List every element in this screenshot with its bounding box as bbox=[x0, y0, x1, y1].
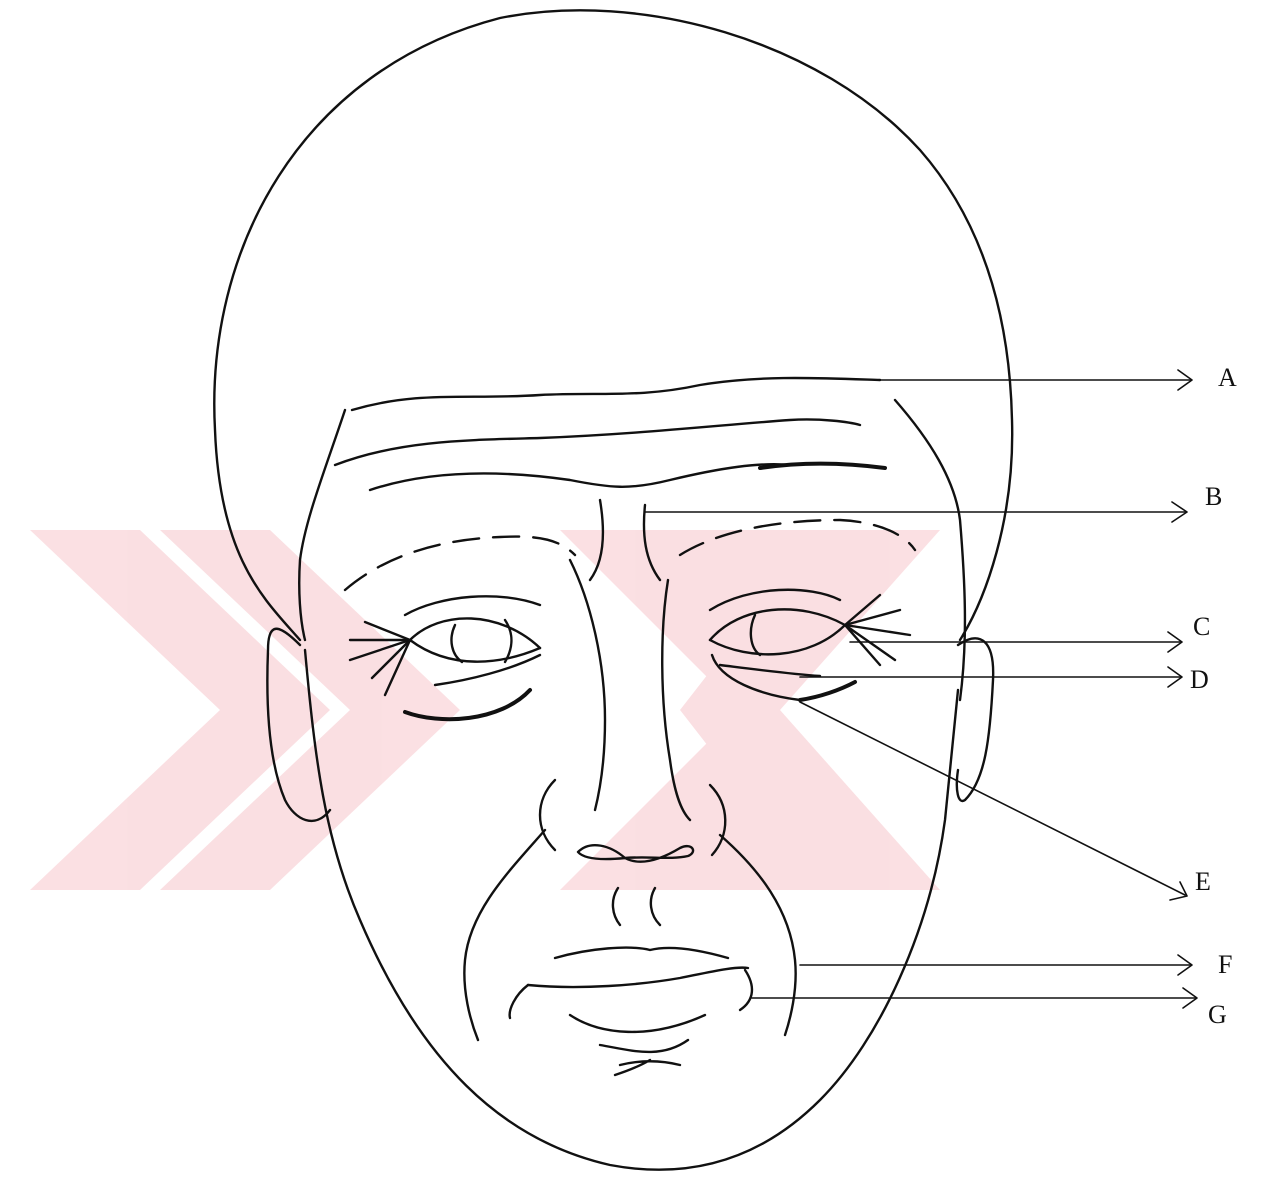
forehead-wrinkle-1 bbox=[352, 378, 880, 410]
leader-D bbox=[800, 667, 1182, 687]
leader-A bbox=[880, 370, 1192, 390]
marionette-left bbox=[510, 985, 528, 1018]
watermark-logo bbox=[30, 530, 940, 890]
forehead-wrinkle-3 bbox=[370, 464, 790, 490]
leader-G bbox=[752, 988, 1197, 1008]
label-C: C bbox=[1193, 612, 1210, 641]
label-A: A bbox=[1218, 363, 1237, 392]
marionette-right bbox=[740, 970, 752, 1010]
forehead-wrinkle-2 bbox=[335, 419, 860, 465]
left-brow-dashed bbox=[345, 537, 575, 590]
label-F: F bbox=[1218, 950, 1232, 979]
upper-lip bbox=[555, 948, 728, 958]
left-eye-upper bbox=[410, 618, 540, 648]
philtrum-right bbox=[651, 888, 660, 925]
label-B: B bbox=[1205, 482, 1222, 511]
leader-C bbox=[850, 632, 1182, 652]
label-E: E bbox=[1195, 867, 1211, 896]
right-eye-bag-thick bbox=[800, 682, 855, 700]
philtrum-left bbox=[613, 888, 620, 925]
chin-crease bbox=[600, 1040, 688, 1075]
lower-lip bbox=[570, 1015, 705, 1032]
left-upper-eyelid-crease bbox=[405, 596, 540, 615]
label-D: D bbox=[1190, 665, 1209, 694]
left-iris bbox=[451, 620, 511, 662]
forehead-wrinkle-3-thick bbox=[760, 464, 885, 469]
left-eye-lower bbox=[410, 640, 540, 662]
lip-line bbox=[528, 968, 748, 987]
leader-F bbox=[800, 955, 1192, 975]
nose-left-wing bbox=[540, 780, 555, 850]
right-ear bbox=[957, 638, 993, 801]
leader-B bbox=[645, 502, 1187, 522]
label-G: G bbox=[1208, 1000, 1227, 1029]
nasolabial-fold-left bbox=[464, 830, 545, 1040]
nose-side-left bbox=[570, 560, 605, 810]
